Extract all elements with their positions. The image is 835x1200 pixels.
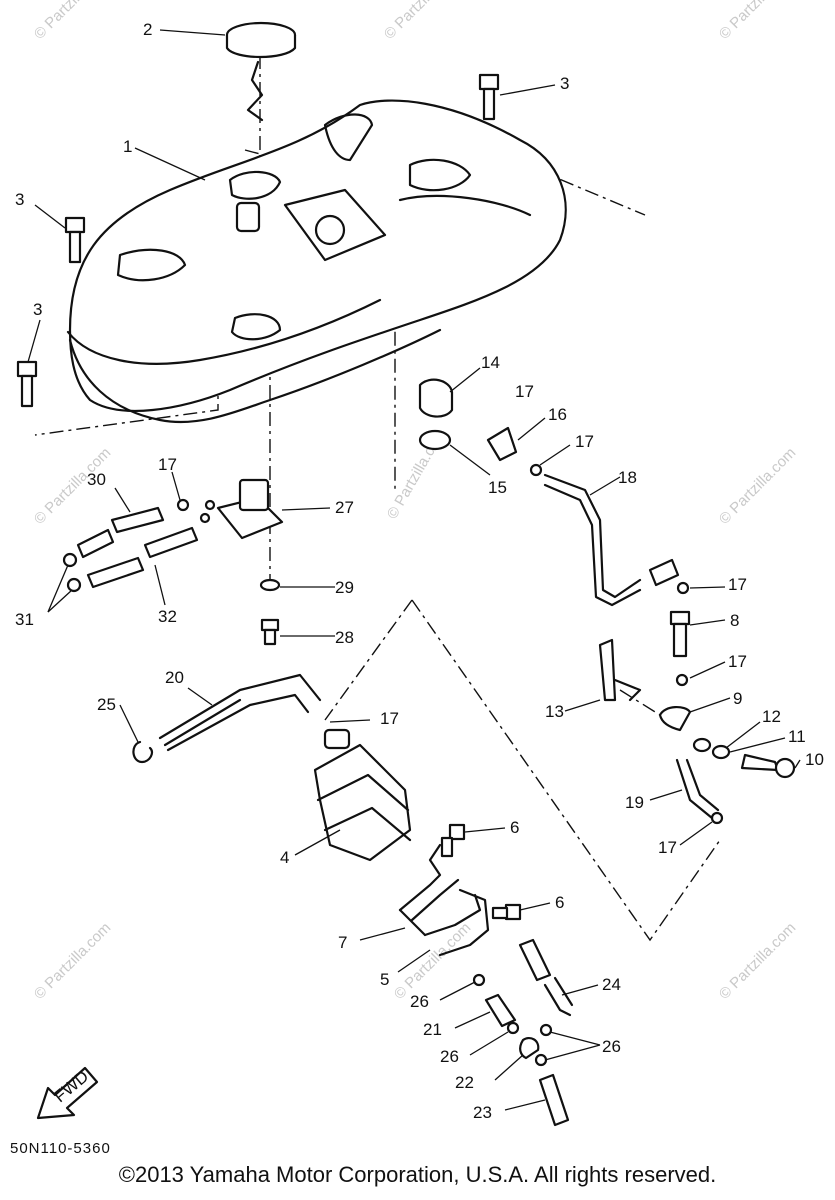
callout-22: 22 bbox=[455, 1073, 474, 1092]
fuel-cap bbox=[225, 21, 297, 122]
callout-11: 11 bbox=[788, 727, 806, 746]
diagram-code: 50N110-5360 bbox=[10, 1140, 111, 1157]
screw-washer bbox=[259, 578, 281, 646]
callout-17: 17 bbox=[158, 455, 177, 474]
callout-29: 29 bbox=[335, 578, 354, 597]
callout-2: 2 bbox=[143, 20, 152, 39]
callout-7: 7 bbox=[338, 933, 347, 952]
callout-31: 31 bbox=[15, 610, 34, 629]
callout-10: 10 bbox=[805, 750, 824, 769]
callout-20: 20 bbox=[165, 668, 184, 687]
callout-17: 17 bbox=[658, 838, 677, 857]
callout-30: 30 bbox=[87, 470, 106, 489]
fwd-arrow: FWD bbox=[36, 1067, 99, 1120]
joint-parts bbox=[418, 378, 543, 477]
screw-washer-right bbox=[692, 737, 796, 779]
copyright-notice: ©2013 Yamaha Motor Corporation, U.S.A. A… bbox=[118, 1162, 717, 1187]
leader-lines bbox=[27, 29, 801, 1111]
callout-6: 6 bbox=[510, 818, 519, 837]
callout-labels: 1 2 3 3 3 4 5 6 6 7 8 9 10 11 12 13 14 1… bbox=[15, 20, 824, 1122]
callout-4: 4 bbox=[280, 848, 289, 867]
callout-24: 24 bbox=[602, 975, 621, 994]
callout-17: 17 bbox=[728, 652, 747, 671]
hose-18 bbox=[543, 473, 690, 607]
callout-6: 6 bbox=[555, 893, 564, 912]
watermark: © Partzilla.com bbox=[381, 0, 464, 43]
bolt-3 bbox=[16, 73, 500, 408]
callout-23: 23 bbox=[473, 1103, 492, 1122]
callout-26: 26 bbox=[440, 1047, 459, 1066]
fuel-tank bbox=[66, 99, 567, 424]
callout-3: 3 bbox=[33, 300, 42, 319]
watermark: © Partzilla.com bbox=[716, 444, 799, 527]
callout-25: 25 bbox=[97, 695, 116, 714]
callout-9: 9 bbox=[733, 689, 742, 708]
callout-13: 13 bbox=[545, 702, 564, 721]
callout-3: 3 bbox=[15, 190, 24, 209]
callout-21: 21 bbox=[423, 1020, 442, 1039]
valve-assembly bbox=[598, 610, 692, 732]
hoses-left bbox=[62, 498, 199, 593]
callout-27: 27 bbox=[335, 498, 354, 517]
callout-1: 1 bbox=[123, 137, 132, 156]
watermark: © Partzilla.com bbox=[31, 919, 114, 1002]
callout-28: 28 bbox=[335, 628, 354, 647]
hose-20 bbox=[132, 673, 322, 764]
callout-3: 3 bbox=[560, 74, 569, 93]
callout-32: 32 bbox=[158, 607, 177, 626]
callout-17: 17 bbox=[380, 709, 399, 728]
callout-18: 18 bbox=[618, 468, 637, 487]
callout-26: 26 bbox=[410, 992, 429, 1011]
hose-19 bbox=[675, 758, 724, 825]
watermark: © Partzilla.com bbox=[716, 0, 799, 43]
callout-8: 8 bbox=[730, 611, 739, 630]
canister bbox=[313, 728, 412, 862]
callout-19: 19 bbox=[625, 793, 644, 812]
watermark: © Partzilla.com bbox=[31, 0, 114, 43]
fuel-cock bbox=[199, 478, 284, 540]
callout-26: 26 bbox=[602, 1037, 621, 1056]
callout-15: 15 bbox=[488, 478, 507, 497]
lower-hoses bbox=[472, 938, 574, 1127]
callout-16: 16 bbox=[548, 405, 567, 424]
bolt-6 bbox=[440, 823, 522, 921]
watermark: © Partzilla.com bbox=[716, 919, 799, 1002]
callout-5: 5 bbox=[380, 970, 389, 989]
callout-14: 14 bbox=[481, 353, 500, 372]
callout-17: 17 bbox=[515, 382, 534, 401]
callout-12: 12 bbox=[762, 707, 781, 726]
callout-17: 17 bbox=[575, 432, 594, 451]
brackets bbox=[398, 843, 490, 957]
callout-17: 17 bbox=[728, 575, 747, 594]
